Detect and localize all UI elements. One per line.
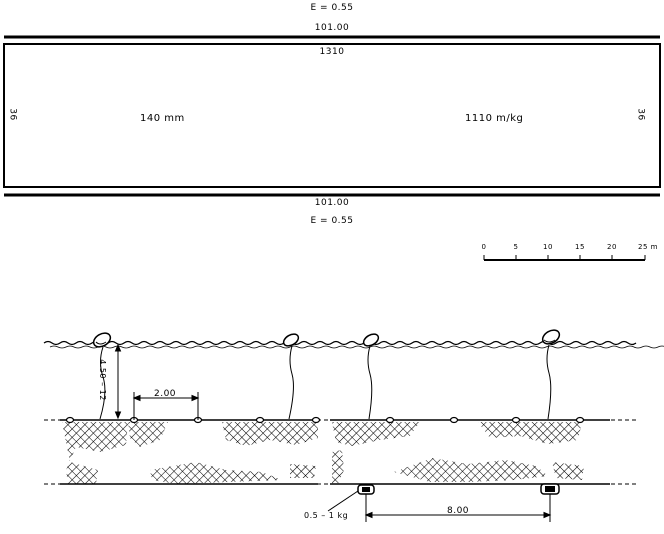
buoy-4 <box>541 329 561 345</box>
buoy-2 <box>282 333 300 347</box>
scale-tick-label: 10 <box>543 243 553 251</box>
sinker-weight-leader <box>327 490 359 512</box>
float-spacing-label: 2.00 <box>153 389 177 399</box>
depth-left-label: 36 <box>7 108 18 121</box>
net-panel <box>3 43 661 188</box>
float-line-length-label: 4.50 – 12 <box>97 359 107 401</box>
net-mesh <box>62 422 584 484</box>
sinker-spacing-dimension <box>364 494 552 522</box>
sinker-1 <box>357 484 375 495</box>
float-line-dimension <box>114 343 122 420</box>
scale-bar <box>483 255 646 261</box>
top-rope-length: 101.00 <box>314 23 350 33</box>
scale-tick-label: 25 m <box>638 243 658 251</box>
top-hanging-ratio: E = 0.55 <box>310 3 354 13</box>
buoy-3 <box>362 333 380 347</box>
buoy-1 <box>92 332 112 348</box>
scale-tick-label: 5 <box>513 243 519 251</box>
scale-tick-label: 0 <box>481 243 487 251</box>
scale-tick-label: 15 <box>575 243 585 251</box>
sinker-2 <box>540 483 560 495</box>
bottom-rope-length: 101.00 <box>314 198 350 208</box>
water-surface <box>43 340 664 349</box>
depth-right-label: 36 <box>635 108 646 121</box>
sinker-weight-label: 0.5 – 1 kg <box>304 511 349 520</box>
scale-tick-label: 20 <box>607 243 617 251</box>
twine-label: 1110 m/kg <box>465 113 524 124</box>
bottom-hanging-ratio: E = 0.55 <box>310 216 354 226</box>
buoy-lines <box>99 344 552 420</box>
mesh-size-label: 140 mm <box>140 113 185 124</box>
panel-meshes-length: 1310 <box>319 47 345 57</box>
sinker-spacing-label: 8.00 <box>446 506 470 516</box>
float-spacing-dimension <box>132 392 200 420</box>
